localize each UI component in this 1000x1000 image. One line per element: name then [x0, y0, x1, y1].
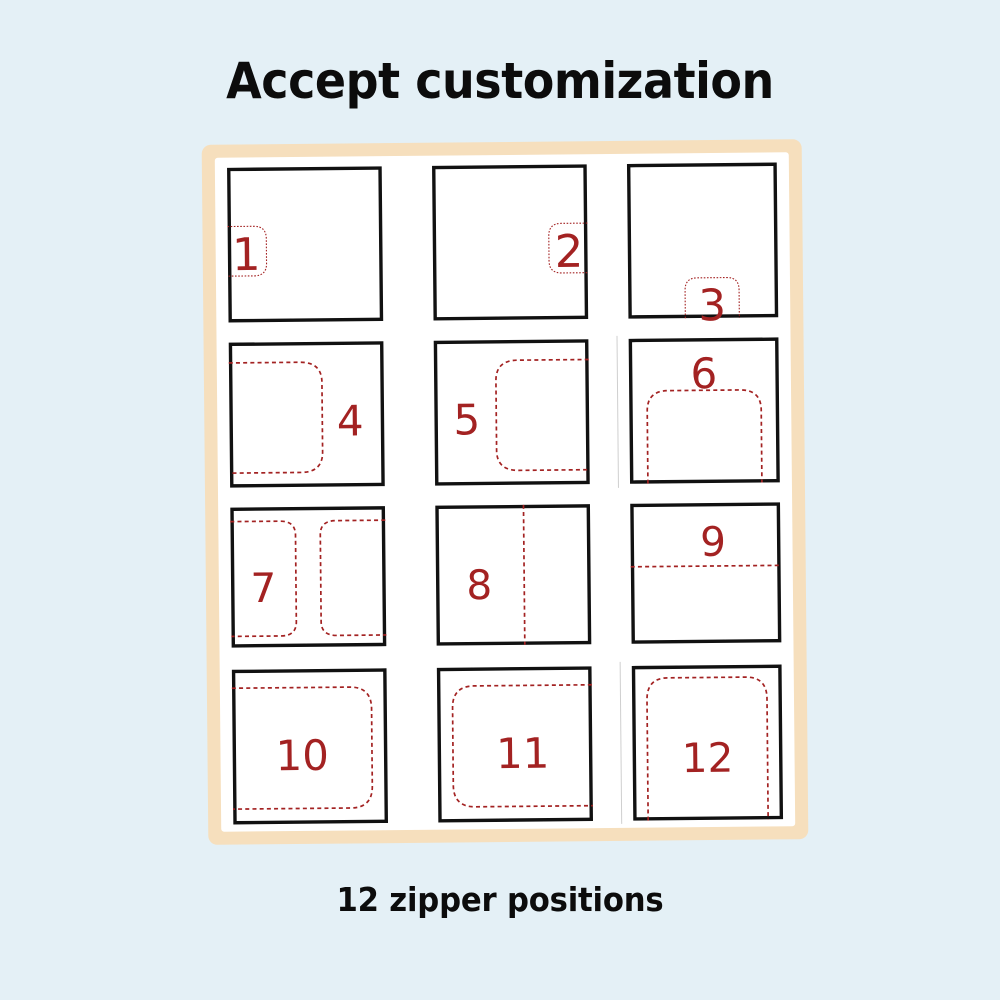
bag-outline	[232, 508, 385, 646]
bag-outline	[435, 341, 588, 484]
page-title: Accept customization	[226, 52, 774, 110]
zipper-option-number: 6	[690, 349, 718, 399]
bag-outline	[434, 166, 587, 319]
zipper-line	[647, 677, 768, 821]
zipper-line	[227, 226, 266, 276]
bag-outline	[632, 504, 780, 642]
zipper-option-diagram-2	[432, 164, 588, 320]
bag-outline	[229, 168, 382, 321]
zipper-option-number: 5	[453, 394, 481, 445]
zipper-option-diagram-5	[434, 339, 590, 485]
zipper-option-5[interactable]: 5	[434, 339, 590, 485]
zipper-option-number: 1	[231, 228, 261, 282]
zipper-option-10[interactable]: 10	[232, 668, 388, 824]
zipper-option-diagram-9	[630, 502, 781, 643]
bag-outline	[439, 668, 592, 821]
zipper-option-2[interactable]: 2	[432, 164, 588, 320]
zipper-line	[320, 520, 386, 635]
zipper-option-number: 9	[699, 517, 727, 567]
zipper-option-1[interactable]: 1	[227, 166, 383, 322]
zipper-option-12[interactable]: 12	[632, 664, 783, 820]
zipper-line	[230, 521, 296, 636]
column-divider	[616, 335, 619, 488]
zipper-option-11[interactable]: 11	[437, 666, 593, 822]
zipper-option-diagram-3	[627, 162, 778, 318]
zipper-option-6[interactable]: 6	[629, 337, 780, 483]
bag-outline	[629, 164, 777, 317]
zipper-option-diagram-11	[437, 666, 593, 822]
zipper-option-7[interactable]: 7	[230, 506, 386, 647]
page-caption: 12 zipper positions	[336, 880, 664, 919]
zipper-option-number: 3	[698, 281, 727, 332]
zipper-option-diagram-8	[435, 504, 591, 645]
zipper-option-number: 12	[681, 733, 734, 783]
zipper-line	[496, 359, 590, 470]
zipper-option-number: 8	[466, 560, 493, 609]
zipper-option-8[interactable]: 8	[435, 504, 591, 645]
zipper-option-diagram-6	[629, 337, 780, 483]
bag-outline	[234, 670, 387, 823]
zipper-line	[647, 390, 762, 484]
column-divider	[619, 661, 623, 824]
bag-outline	[230, 343, 383, 486]
zipper-option-diagram-1	[227, 166, 383, 322]
zipper-line	[685, 277, 739, 318]
bag-outline	[633, 666, 781, 819]
bag-outline	[630, 339, 778, 482]
zipper-line	[229, 362, 323, 473]
zipper-chart-inner: 1 2 3 4 5 6 7	[214, 152, 796, 832]
zipper-grid: 1 2 3 4 5 6 7	[227, 162, 783, 821]
zipper-line	[523, 505, 524, 645]
zipper-option-3[interactable]: 3	[627, 162, 778, 332]
zipper-chart-panel: 1 2 3 4 5 6 7	[201, 139, 809, 845]
zipper-line	[631, 565, 781, 566]
zipper-option-diagram-10	[232, 668, 388, 824]
zipper-option-diagram-12	[632, 664, 783, 820]
zipper-option-4[interactable]: 4	[229, 341, 385, 487]
zipper-option-diagram-4	[229, 341, 385, 487]
zipper-option-number: 11	[495, 728, 550, 778]
zipper-option-number: 7	[250, 564, 277, 613]
bag-outline	[437, 506, 590, 644]
zipper-option-9[interactable]: 9	[630, 502, 781, 643]
zipper-option-number: 4	[336, 396, 364, 446]
zipper-line	[549, 223, 588, 273]
zipper-option-number: 2	[554, 225, 584, 279]
zipper-option-diagram-7	[230, 506, 386, 647]
zipper-option-number: 10	[275, 730, 330, 781]
